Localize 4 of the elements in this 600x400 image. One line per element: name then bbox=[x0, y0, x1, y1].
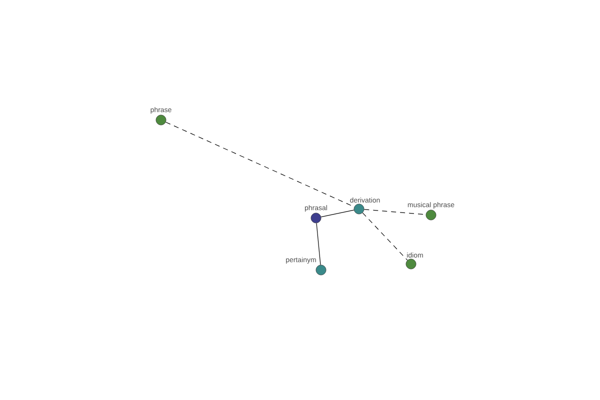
connector bbox=[320, 210, 354, 218]
connector bbox=[362, 212, 408, 261]
connector bbox=[316, 222, 321, 266]
connector bbox=[165, 122, 355, 208]
